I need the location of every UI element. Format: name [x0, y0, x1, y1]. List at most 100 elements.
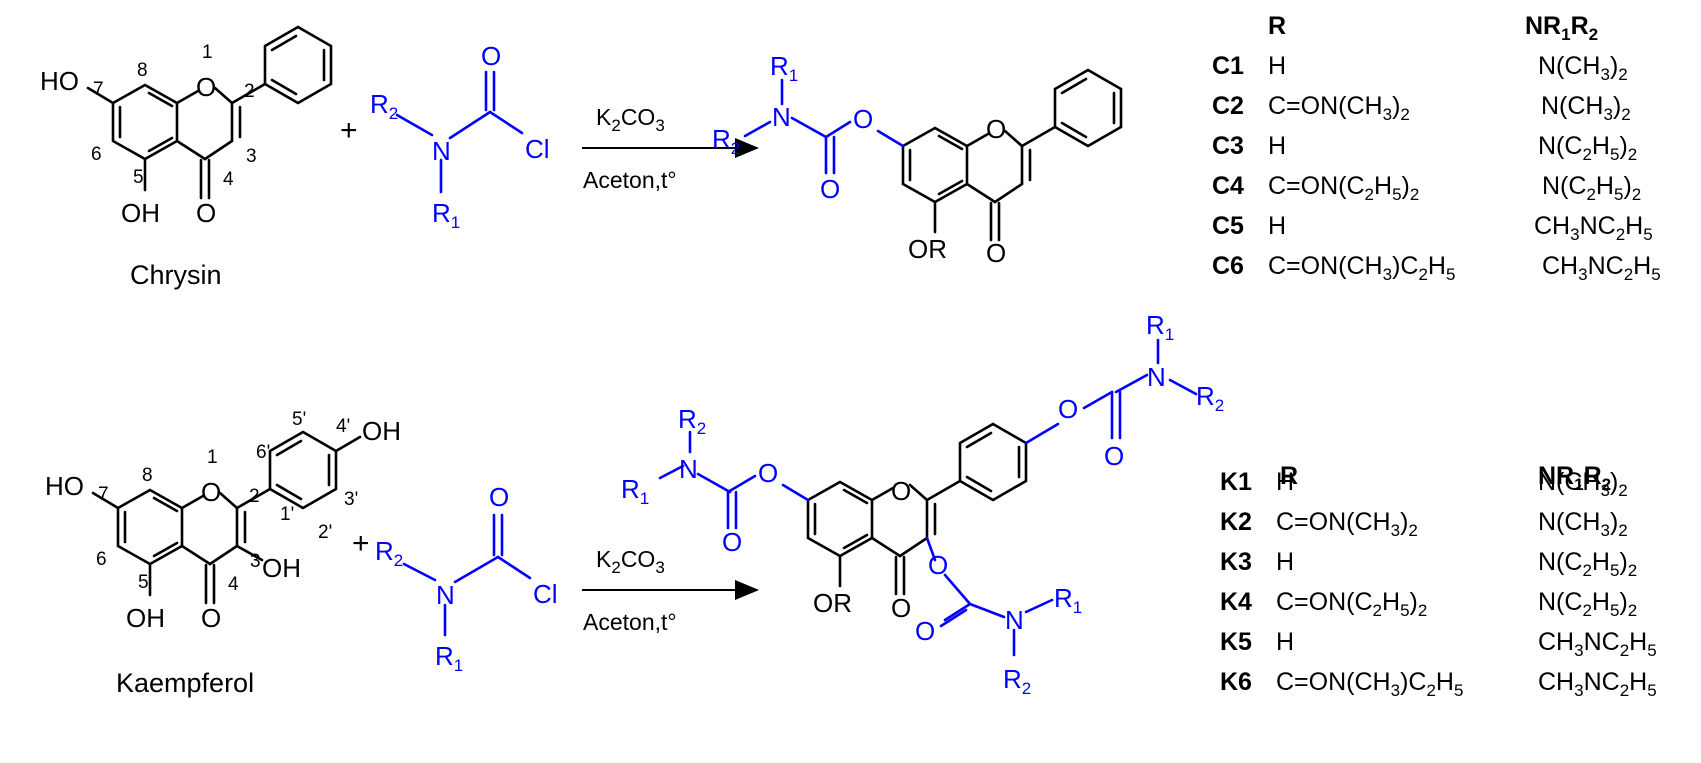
- svg-text:R1: R1: [435, 641, 463, 675]
- svg-text:6: 6: [96, 549, 107, 570]
- svg-text:O: O: [1058, 394, 1078, 424]
- svg-text:OR: OR: [908, 234, 947, 264]
- table-k-code-k1: K1: [1220, 468, 1252, 496]
- svg-text:2': 2': [318, 522, 332, 543]
- svg-text:O: O: [915, 616, 935, 646]
- svg-text:2: 2: [249, 486, 260, 507]
- svg-text:N: N: [1005, 605, 1024, 635]
- table-k-nr-k4: N(C2H5)2: [1538, 588, 1638, 620]
- plus-sign-1: +: [340, 114, 358, 147]
- svg-text:O: O: [928, 550, 948, 580]
- table-c-r-c2: C=ON(CH3)2: [1268, 92, 1410, 124]
- table-c-header-r: R: [1268, 12, 1287, 40]
- ring-number-4: 4: [223, 169, 234, 190]
- svg-text:1': 1': [280, 504, 294, 525]
- svg-text:6': 6': [256, 442, 270, 463]
- atom-oh5: OH: [121, 198, 160, 228]
- table-k-nr-k1: N(CH3)2: [1538, 468, 1628, 500]
- solvent-aceton-1: Aceton,t°: [583, 167, 677, 193]
- svg-text:OH: OH: [262, 553, 301, 583]
- table-k-nr-k5: CH3NC2H5: [1538, 628, 1657, 660]
- chrysin-carbamate-product: O O OR O O N R1 R2: [712, 51, 1123, 268]
- table-c-code-c2: C2: [1212, 92, 1244, 120]
- reagent-k2co3-2: K2CO3: [596, 546, 665, 577]
- table-k-header-nr: NR1R2: [1538, 462, 1612, 494]
- svg-text:O: O: [986, 114, 1006, 144]
- svg-text:O: O: [1104, 441, 1124, 471]
- table-c-nr-c2: N(CH3)2: [1541, 92, 1631, 124]
- table-c-code-c4: C4: [1212, 172, 1244, 200]
- svg-text:1: 1: [207, 447, 218, 468]
- svg-text:O: O: [853, 104, 873, 134]
- table-c-nr-c4: N(C2H5)2: [1542, 172, 1642, 204]
- table-k-r-k4: C=ON(C2H5)2: [1276, 588, 1428, 620]
- svg-text:Cl: Cl: [525, 134, 550, 164]
- svg-text:HO: HO: [45, 471, 84, 501]
- svg-text:Cl: Cl: [533, 579, 558, 609]
- svg-text:R1: R1: [770, 51, 798, 85]
- svg-text:N: N: [1147, 362, 1166, 392]
- svg-text:R2: R2: [678, 404, 706, 438]
- table-c-nr-c5: CH3NC2H5: [1534, 212, 1653, 244]
- svg-text:4: 4: [228, 574, 239, 595]
- table-k-code-k2: K2: [1220, 508, 1252, 536]
- ring-number-3: 3: [246, 146, 257, 167]
- table-c-r-c1: H: [1268, 52, 1287, 80]
- svg-text:N: N: [679, 454, 698, 484]
- kaempferol-carbamate-product: O O N R1 R2 O O N R2 R1 O O N R1 R2 O O …: [621, 310, 1224, 698]
- svg-text:O: O: [201, 477, 221, 507]
- reactant-name-chrysin: Chrysin: [130, 260, 222, 290]
- table-c-header-nr: NR1R2: [1525, 12, 1599, 44]
- chrysin-structure: O O HO OH 1 2 3 4 5 6 7 8: [40, 25, 333, 228]
- table-k-r-k3: H: [1276, 548, 1295, 576]
- table-k-r-k1: H: [1276, 468, 1295, 496]
- svg-text:7: 7: [98, 484, 109, 505]
- svg-text:R1: R1: [1054, 583, 1082, 617]
- table-k-r-k5: H: [1276, 628, 1295, 656]
- table-k-header-r: R: [1280, 462, 1299, 490]
- svg-text:R2: R2: [1196, 381, 1224, 415]
- table-k-nr-k6: CH3NC2H5: [1538, 668, 1657, 700]
- svg-text:OH: OH: [126, 603, 165, 633]
- table-c-nr-c6: CH3NC2H5: [1542, 252, 1661, 284]
- table-c-r-c6: C=ON(CH3)C2H5: [1268, 252, 1456, 284]
- table-c-nr-c3: N(C2H5)2: [1538, 132, 1638, 164]
- table-k-code-k4: K4: [1220, 588, 1252, 616]
- svg-text:O: O: [820, 174, 840, 204]
- table-c-nr-c1: N(CH3)2: [1538, 52, 1628, 84]
- svg-text:N: N: [436, 580, 455, 610]
- table-c-code-c1: C1: [1212, 52, 1244, 80]
- table-c-r-c4: C=ON(C2H5)2: [1268, 172, 1420, 204]
- svg-text:O: O: [891, 476, 911, 506]
- table-c-code-c5: C5: [1212, 212, 1244, 240]
- table-c-r-c3: H: [1268, 132, 1287, 160]
- svg-text:O: O: [986, 238, 1006, 268]
- svg-text:R2: R2: [712, 124, 740, 158]
- reactant-name-kaempferol: Kaempferol: [116, 668, 254, 698]
- solvent-aceton-2: Aceton,t°: [583, 609, 677, 635]
- svg-text:O: O: [489, 482, 509, 512]
- ring-number-1: 1: [202, 42, 213, 63]
- svg-text:R1: R1: [432, 198, 460, 232]
- svg-text:3': 3': [344, 489, 358, 510]
- table-k-r-k2: C=ON(CH3)2: [1276, 508, 1418, 540]
- svg-text:O: O: [891, 593, 911, 623]
- ring-number-6: 6: [91, 144, 102, 165]
- table-k-code-k6: K6: [1220, 668, 1252, 696]
- ring-number-5: 5: [133, 167, 144, 188]
- atom-ho7: HO: [40, 66, 79, 96]
- carbamoyl-chloride-1: O N Cl R2 R1: [370, 41, 550, 232]
- svg-text:R2: R2: [1003, 664, 1031, 698]
- table-k-code-k5: K5: [1220, 628, 1252, 656]
- reagent-k2co3-1: K2CO3: [596, 104, 665, 135]
- svg-text:O: O: [722, 527, 742, 557]
- carbamoyl-chloride-2: O N Cl R2 R1: [375, 482, 558, 675]
- svg-text:R2: R2: [370, 89, 398, 123]
- svg-text:O: O: [201, 603, 221, 633]
- svg-text:OH: OH: [362, 416, 401, 446]
- svg-text:4': 4': [336, 416, 350, 437]
- svg-text:R1: R1: [621, 474, 649, 508]
